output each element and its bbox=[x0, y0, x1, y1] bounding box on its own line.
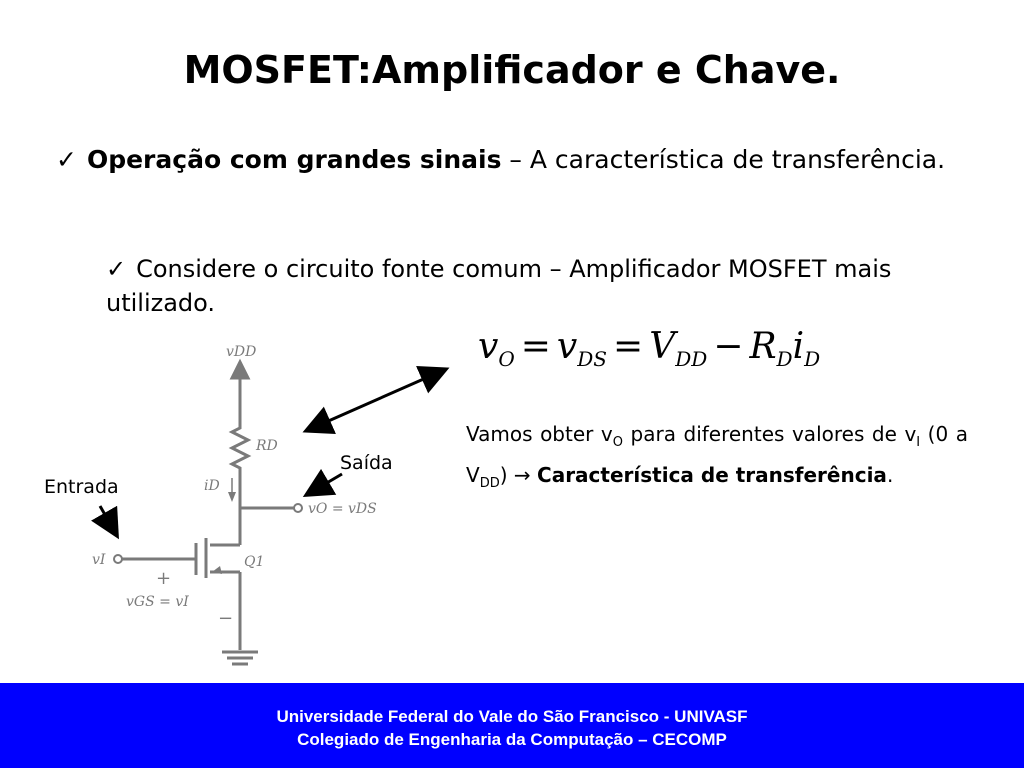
bullet-common-source: ✓Considere o circuito fonte comum – Ampl… bbox=[106, 252, 968, 320]
bullet-bold: Operação com grandes sinais bbox=[86, 145, 502, 174]
label-saida: Saída bbox=[340, 452, 393, 474]
bullet-rest: – A característica de transferência. bbox=[501, 145, 946, 174]
footer-department: Colegiado de Engenharia da Computação – … bbox=[297, 730, 727, 749]
footer: Universidade Federal do Vale do São Fran… bbox=[0, 683, 1024, 768]
label-plus: + bbox=[156, 568, 171, 589]
bullet-large-signal: ✓ Operação com grandes sinais – A caracte… bbox=[56, 142, 968, 178]
label-minus: − bbox=[218, 608, 233, 629]
label-rd: RD bbox=[255, 438, 278, 454]
label-vdd: vDD bbox=[226, 344, 256, 360]
label-vi: vI bbox=[92, 552, 106, 568]
label-vo: vO = vDS bbox=[308, 501, 377, 517]
label-entrada: Entrada bbox=[44, 476, 119, 498]
equation: vO=vDS=VDD−RDiD bbox=[478, 326, 821, 372]
label-vgs: vGS = vI bbox=[126, 594, 189, 610]
label-id: iD bbox=[204, 478, 220, 494]
footer-university: Universidade Federal do Vale do São Fran… bbox=[276, 707, 748, 726]
check-icon: ✓ bbox=[106, 255, 127, 283]
check-icon: ✓ bbox=[56, 145, 77, 174]
page-title: MOSFET:Amplificador e Chave. bbox=[183, 48, 841, 92]
transfer-paragraph: Vamos obter vO para diferentes valores d… bbox=[466, 422, 969, 491]
bullet-text: Considere o circuito fonte comum – Ampli… bbox=[106, 255, 892, 317]
label-q1: Q1 bbox=[244, 554, 264, 570]
circuit-diagram: vDD RD iD vO = vDS vI + − vGS = vI Q1 bbox=[91, 344, 450, 666]
arrow-right-icon: → bbox=[513, 463, 531, 487]
